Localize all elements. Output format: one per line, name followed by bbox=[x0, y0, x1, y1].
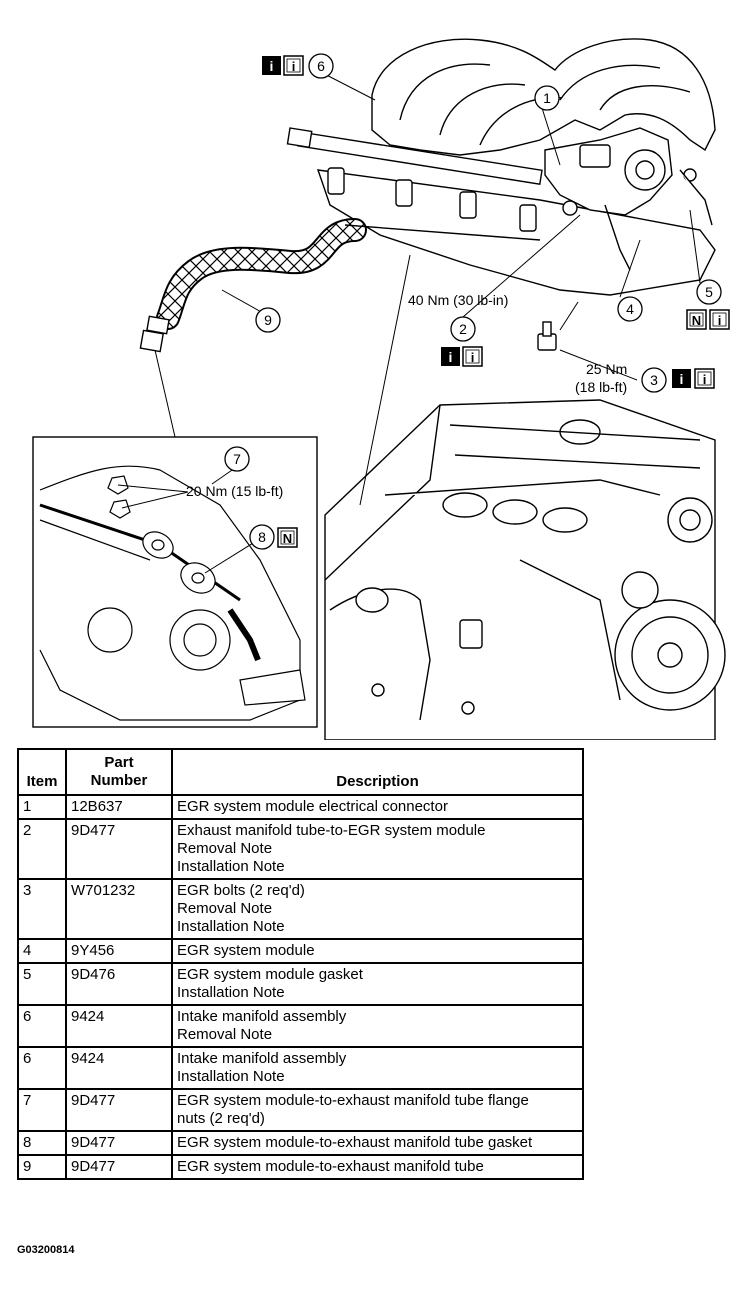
info-icon: i bbox=[283, 55, 304, 76]
engine-illustration bbox=[324, 399, 726, 740]
callout-5: 5 bbox=[696, 279, 722, 305]
row-item: 6 bbox=[17, 1046, 67, 1090]
torque-label-3: 25 Nm bbox=[586, 361, 627, 377]
header-description: Description bbox=[171, 748, 584, 796]
svg-text:N: N bbox=[283, 531, 292, 546]
table-row: 6 9424 Intake manifold assembly Removal … bbox=[17, 1004, 584, 1048]
row-part-number: 9D476 bbox=[65, 962, 173, 1006]
table-row: 2 9D477 Exhaust manifold tube-to-EGR sys… bbox=[17, 818, 584, 880]
row-item: 9 bbox=[17, 1154, 67, 1180]
info-icon: i bbox=[441, 347, 460, 366]
row-description: Exhaust manifold tube-to-EGR system modu… bbox=[171, 818, 584, 880]
row-description: EGR system module-to-exhaust manifold tu… bbox=[171, 1088, 584, 1132]
row-description: EGR system module-to-exhaust manifold tu… bbox=[171, 1130, 584, 1156]
callout-7-label: 7 bbox=[233, 451, 241, 467]
row-description: Intake manifold assembly Installation No… bbox=[171, 1046, 584, 1090]
row-item: 6 bbox=[17, 1004, 67, 1048]
callout-8: 8 bbox=[249, 524, 275, 550]
row-description: Intake manifold assembly Removal Note bbox=[171, 1004, 584, 1048]
table-row: 6 9424 Intake manifold assembly Installa… bbox=[17, 1046, 584, 1090]
egr-bolt-illustration bbox=[537, 321, 557, 351]
table-row: 8 9D477 EGR system module-to-exhaust man… bbox=[17, 1130, 584, 1156]
egr-tube-illustration bbox=[139, 218, 541, 353]
svg-text:i: i bbox=[449, 349, 453, 365]
callout-8-label: 8 bbox=[258, 529, 266, 545]
callout-2: 2 bbox=[450, 316, 476, 342]
egr-system-diagram: 1 2 3 4 5 6 7 8 9 i i bbox=[32, 38, 730, 740]
table-row: 7 9D477 EGR system module-to-exhaust man… bbox=[17, 1088, 584, 1132]
row-part-number: 12B637 bbox=[65, 794, 173, 820]
row-item: 5 bbox=[17, 962, 67, 1006]
row-part-number: 9D477 bbox=[65, 1088, 173, 1132]
svg-text:i: i bbox=[718, 313, 722, 328]
callout-7: 7 bbox=[224, 446, 250, 472]
info-icon: i bbox=[462, 346, 483, 367]
row-part-number: 9424 bbox=[65, 1004, 173, 1048]
row-description: EGR system module gasket Installation No… bbox=[171, 962, 584, 1006]
figure-id: G03200814 bbox=[17, 1244, 75, 1256]
header-part-number: Part Number bbox=[65, 748, 173, 796]
callout-4-label: 4 bbox=[626, 301, 634, 317]
callout-5-label: 5 bbox=[705, 284, 713, 300]
info-icon: i bbox=[694, 368, 715, 389]
intake-manifold-illustration bbox=[286, 38, 716, 296]
row-item: 1 bbox=[17, 794, 67, 820]
svg-text:i: i bbox=[680, 371, 684, 387]
torque-label-7: 20 Nm (15 lb-ft) bbox=[186, 483, 283, 499]
callout-3-label: 3 bbox=[650, 372, 658, 388]
new-part-icon: N bbox=[277, 527, 298, 548]
row-item: 2 bbox=[17, 818, 67, 880]
row-part-number: 9424 bbox=[65, 1046, 173, 1090]
info-icon: i bbox=[709, 309, 730, 330]
row-item: 7 bbox=[17, 1088, 67, 1132]
row-item: 8 bbox=[17, 1130, 67, 1156]
row-description: EGR bolts (2 req'd) Removal Note Install… bbox=[171, 878, 584, 940]
info-icon: i bbox=[672, 369, 691, 388]
callout-1: 1 bbox=[534, 85, 560, 111]
row-description: EGR system module bbox=[171, 938, 584, 964]
row-part-number: 9D477 bbox=[65, 1130, 173, 1156]
torque-label-2: 40 Nm (30 lb-in) bbox=[408, 292, 508, 308]
row-part-number: 9Y456 bbox=[65, 938, 173, 964]
table-header-row: Item Part Number Description bbox=[17, 748, 584, 796]
table-row: 5 9D476 EGR system module gasket Install… bbox=[17, 962, 584, 1006]
callout-1-label: 1 bbox=[543, 90, 551, 106]
svg-text:i: i bbox=[471, 350, 475, 365]
row-description: EGR system module-to-exhaust manifold tu… bbox=[171, 1154, 584, 1180]
callout-2-label: 2 bbox=[459, 321, 467, 337]
row-part-number: 9D477 bbox=[65, 1154, 173, 1180]
torque-label-3b: (18 lb-ft) bbox=[575, 379, 627, 395]
table-row: 3 W701232 EGR bolts (2 req'd) Removal No… bbox=[17, 878, 584, 940]
row-description: EGR system module electrical connector bbox=[171, 794, 584, 820]
row-item: 4 bbox=[17, 938, 67, 964]
parts-table: Item Part Number Description 1 12B637 EG… bbox=[17, 748, 584, 1180]
callout-4: 4 bbox=[617, 296, 643, 322]
header-item: Item bbox=[17, 748, 67, 796]
callout-9: 9 bbox=[255, 307, 281, 333]
table-row: 9 9D477 EGR system module-to-exhaust man… bbox=[17, 1154, 584, 1180]
table-row: 1 12B637 EGR system module electrical co… bbox=[17, 794, 584, 820]
callout-9-label: 9 bbox=[264, 312, 272, 328]
svg-text:i: i bbox=[270, 58, 274, 74]
svg-text:i: i bbox=[292, 59, 296, 74]
svg-text:i: i bbox=[703, 372, 707, 387]
callout-6: 6 bbox=[308, 53, 334, 79]
row-item: 3 bbox=[17, 878, 67, 940]
svg-text:N: N bbox=[692, 313, 701, 328]
table-row: 4 9Y456 EGR system module bbox=[17, 938, 584, 964]
new-part-icon: N bbox=[686, 309, 707, 330]
info-icon: i bbox=[262, 56, 281, 75]
inset-detail-box bbox=[32, 436, 318, 728]
row-part-number: 9D477 bbox=[65, 818, 173, 880]
callout-6-label: 6 bbox=[317, 58, 325, 74]
row-part-number: W701232 bbox=[65, 878, 173, 940]
callout-3: 3 bbox=[641, 367, 667, 393]
